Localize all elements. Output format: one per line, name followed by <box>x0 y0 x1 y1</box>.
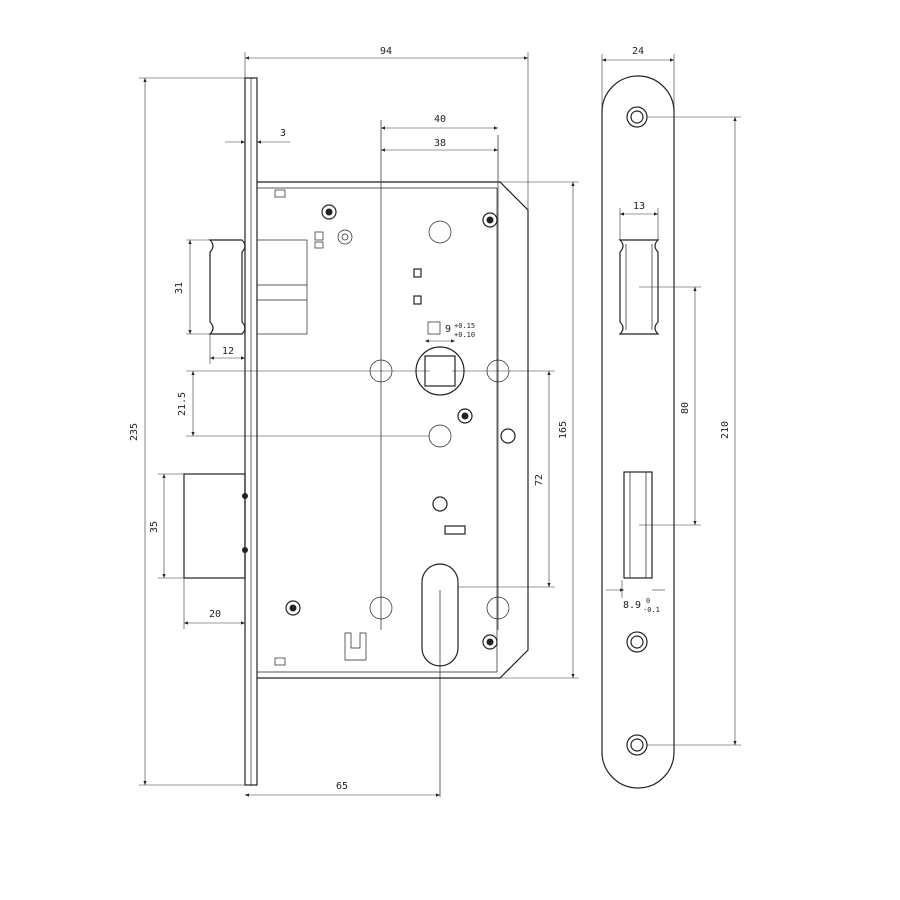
screw-hole-top-left <box>321 204 337 220</box>
mortise-lock-body <box>183 77 529 797</box>
strike-screw-bottom <box>626 734 648 756</box>
dim-follower-tol-lower: +0.10 <box>454 331 475 339</box>
dim-faceplate-thickness: 3 <box>280 128 286 139</box>
dim-strike-bolt-tol-lower: -0.1 <box>643 606 660 614</box>
strike-latch-opening <box>618 239 660 335</box>
cylinder-cutout <box>421 563 459 667</box>
dim-follower-tol-upper: +0.15 <box>454 322 475 330</box>
lock-case <box>257 181 529 679</box>
dim-backset-outer: 40 <box>434 114 446 125</box>
screw-hole-top-right <box>482 212 498 228</box>
dim-deadbolt-projection: 20 <box>209 609 221 620</box>
strike-screw-top <box>626 106 648 128</box>
dim-strike-width: 24 <box>632 46 644 57</box>
dim-latch-projection: 12 <box>222 346 234 357</box>
dim-backset: 65 <box>336 781 348 792</box>
strike-dimensions: 24 13 80 210 8.9 0 -0.1 <box>601 46 741 746</box>
lock-dimensions: 94 3 40 38 31 12 21.5 235 <box>129 46 579 797</box>
dim-strike-latch-width: 13 <box>633 201 645 212</box>
dim-center-distance: 72 <box>534 474 545 486</box>
dim-strike-overall-height: 210 <box>720 421 731 439</box>
dim-strike-bolt-width: 8.9 <box>623 600 641 611</box>
strike-plate <box>601 75 675 789</box>
dim-case-height: 165 <box>558 421 569 439</box>
dim-overall-width: 94 <box>380 46 392 57</box>
latch-pivot <box>337 229 353 245</box>
dim-overall-height: 235 <box>129 423 140 441</box>
dim-latch-height: 31 <box>174 282 185 294</box>
dim-follower-size: 9 <box>445 324 451 335</box>
dim-strike-bolt-tol-upper: 0 <box>646 597 650 605</box>
strike-plate-outline <box>601 75 675 789</box>
dim-backset-inner: 38 <box>434 138 446 149</box>
dim-deadbolt-height: 35 <box>149 521 160 533</box>
strike-screw-middle <box>626 631 648 653</box>
upper-fixing-hole <box>428 220 452 244</box>
dim-strike-hole-spacing: 80 <box>680 402 691 414</box>
deadbolt <box>183 473 246 579</box>
dim-follower-offset: 21.5 <box>177 392 188 416</box>
latch-bolt <box>208 239 246 335</box>
latch-tail <box>256 239 308 335</box>
